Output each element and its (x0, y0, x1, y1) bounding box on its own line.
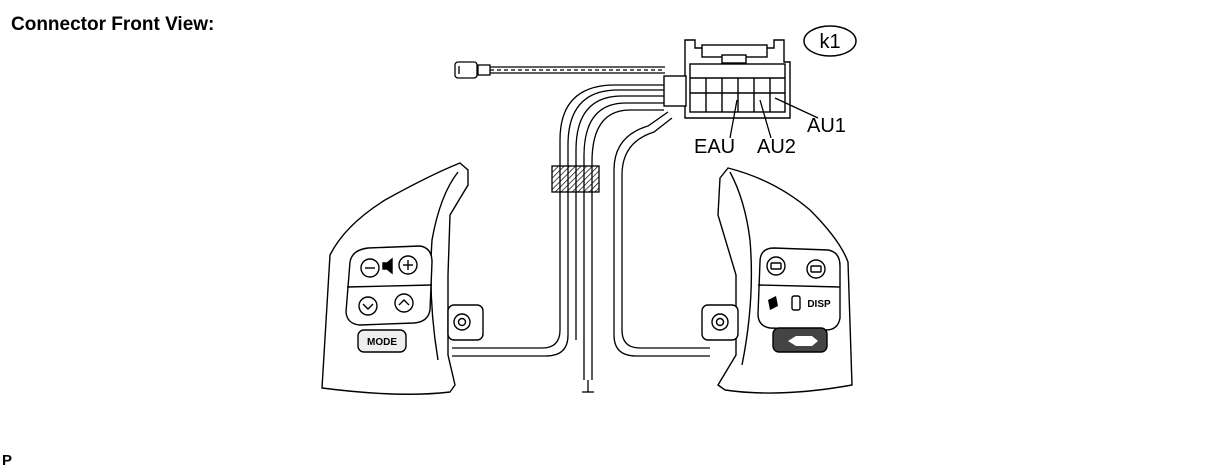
right-steering-pad-switch (701, 167, 853, 394)
connector-id-badge (803, 25, 857, 57)
diagram-title: Connector Front View: (11, 14, 215, 35)
pin-label-eau: EAU (694, 136, 735, 158)
disp-button-label: DISP (807, 299, 831, 310)
left-steering-pad-switch (321, 162, 484, 395)
mode-button-label: MODE (367, 337, 397, 348)
footer-code: P (2, 452, 13, 469)
harness-wires (452, 84, 710, 393)
harness-branch-top (454, 61, 665, 79)
pin-leader-lines (729, 97, 819, 139)
pin-label-au1: AU1 (807, 115, 846, 137)
harness-protector-tape (551, 165, 600, 193)
pin-label-au2: AU2 (757, 136, 796, 158)
connector-k1 (663, 39, 791, 119)
connector-id-label: k1 (819, 31, 840, 53)
